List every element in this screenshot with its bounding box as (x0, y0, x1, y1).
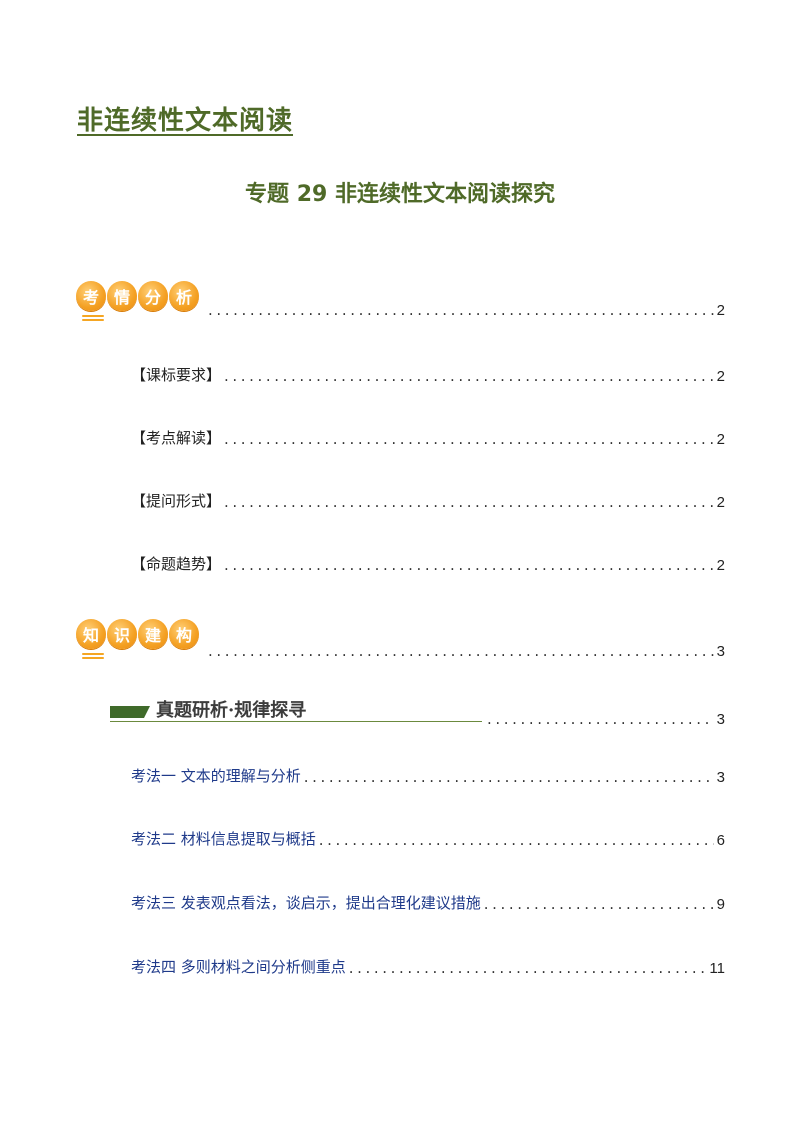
toc-label: 考法四 多则材料之间分析侧重点 (131, 958, 346, 976)
dot-leader: ........................................… (303, 768, 714, 786)
badge-char: 构 (169, 619, 199, 649)
dot-leader: ........................................… (208, 642, 714, 660)
banner-title: 真题研析·规律探寻 (156, 700, 307, 721)
badge-decoration (82, 315, 104, 325)
toc-entry[interactable]: 【提问形式】 .................................… (131, 490, 725, 511)
page-number: 2 (716, 557, 725, 574)
page-number: 2 (716, 494, 725, 511)
toc-entry[interactable]: 【考点解读】 .................................… (131, 427, 725, 448)
toc-entry[interactable]: 【课标要求】 .................................… (131, 364, 725, 385)
page-number: 3 (716, 711, 725, 728)
document-title: 非连续性文本阅读 (77, 106, 294, 136)
toc-label: 【课标要求】 (131, 366, 222, 384)
page-number: 2 (716, 368, 725, 385)
dot-leader: ........................................… (318, 831, 714, 849)
dot-leader: ........................................… (487, 710, 714, 728)
toc-label: 考法一 文本的理解与分析 (131, 767, 301, 785)
badge-char: 识 (107, 619, 137, 649)
toc-label: 考法三 发表观点看法，谈启示，提出合理化建议措施 (131, 894, 481, 912)
dot-leader: ........................................… (483, 895, 714, 913)
toc-entry[interactable]: 【命题趋势】 .................................… (131, 553, 725, 574)
badge-char: 建 (138, 619, 168, 649)
badge-decoration (82, 653, 104, 663)
toc-label: 考法二 材料信息提取与概括 (131, 830, 316, 848)
dot-leader: ........................................… (348, 959, 707, 977)
badge-char: 知 (76, 619, 106, 649)
dot-leader: ........................................… (224, 493, 714, 511)
page-number: 2 (716, 431, 725, 448)
toc-label: 【考点解读】 (131, 429, 222, 447)
toc-entry[interactable]: 考法三 发表观点看法，谈启示，提出合理化建议措施 ...............… (131, 892, 725, 913)
badge-char: 分 (138, 281, 168, 311)
page-number: 6 (716, 832, 725, 849)
toc-entry-knowledge-construction[interactable]: ........................................… (205, 642, 725, 660)
toc-entry[interactable]: 考法一 文本的理解与分析 ...........................… (131, 765, 725, 786)
toc-label: 【命题趋势】 (131, 555, 222, 573)
badge-char: 析 (169, 281, 199, 311)
page-number: 3 (716, 769, 725, 786)
badge-char: 情 (107, 281, 137, 311)
page-number: 3 (716, 643, 725, 660)
dot-leader: ........................................… (224, 367, 714, 385)
banner-bar (110, 706, 150, 718)
toc-entry[interactable]: 考法二 材料信息提取与概括 ..........................… (131, 828, 725, 849)
toc-entry-exam-analysis[interactable]: ........................................… (205, 301, 725, 319)
banner-rule (110, 721, 482, 722)
exam-analysis-badge: 考 情 分 析 (76, 281, 199, 311)
page-number: 11 (709, 960, 725, 977)
dot-leader: ........................................… (208, 301, 714, 319)
dot-leader: ........................................… (224, 430, 714, 448)
toc-entry-banner[interactable]: ........................................… (484, 710, 725, 728)
dot-leader: ........................................… (224, 556, 714, 574)
toc-entry[interactable]: 考法四 多则材料之间分析侧重点 ........................… (131, 956, 725, 977)
section-banner: 真题研析·规律探寻 (110, 696, 482, 724)
knowledge-construction-badge: 知 识 建 构 (76, 619, 199, 649)
page-number: 2 (716, 302, 725, 319)
topic-subtitle: 专题 29 非连续性文本阅读探究 (245, 182, 555, 207)
toc-label: 【提问形式】 (131, 492, 222, 510)
page-number: 9 (716, 896, 725, 913)
badge-char: 考 (76, 281, 106, 311)
